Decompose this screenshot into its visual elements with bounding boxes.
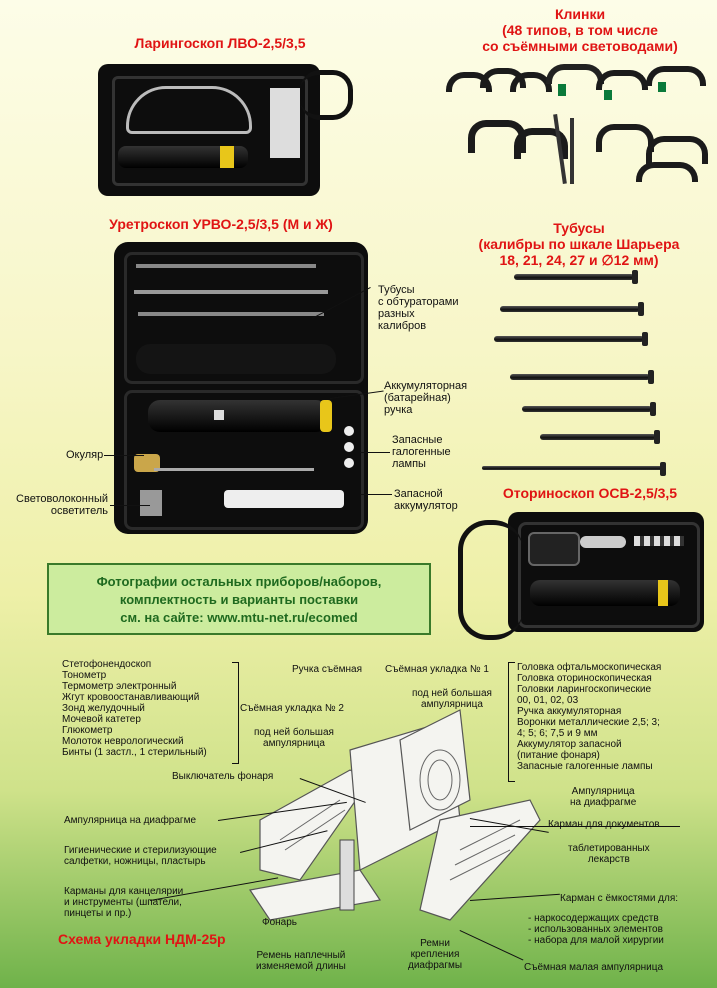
label-diaphragm-belts: Ремни крепления диафрагмы — [408, 938, 463, 971]
label-flashlight: Фонарь — [262, 917, 298, 928]
scheme-title: Схема укладки НДМ-25р — [58, 931, 226, 947]
label-eyepiece: Окуляр — [66, 449, 104, 461]
label-ampoule-diaphragm-left: Ампулярница на диафрагме — [64, 815, 197, 826]
label-containers-list: - наркосодержащих средств - использованн… — [528, 913, 664, 946]
leader-line — [470, 826, 680, 827]
left-list-bracket — [232, 662, 239, 764]
label-containers-pocket: Карман с ёмкостями для: — [560, 893, 679, 904]
right-list-bracket — [508, 662, 515, 782]
scheme-left-list-group: Стетофонендоскоп Тонометр Термометр элек… — [62, 659, 207, 758]
label-under-pack1: под ней большая ампулярница — [412, 688, 492, 710]
label-fiber-illuminator: Световолоконный осветитель — [16, 493, 108, 517]
urethroscope-title: Уретроскоп УРВО-2,5/3,5 (М и Ж) — [109, 216, 333, 232]
label-battery-handle: Аккумуляторная (батарейная) ручка — [384, 380, 468, 416]
label-spare-lamps: Запасные галогенные лампы — [392, 434, 451, 470]
laryngoscope-strap — [300, 70, 353, 120]
label-hygiene: Гигиенические и стерилизующие салфетки, … — [64, 845, 217, 867]
website-info-box: Фотографии остальных приборов/наборов, к… — [47, 563, 431, 635]
label-shoulder-strap: Ремень наплечный изменяемой длины — [256, 950, 346, 972]
otoscope-title: Оториноскоп ОСВ-2,5/3,5 — [502, 485, 678, 501]
kit-scheme-drawing — [248, 709, 541, 921]
label-pack2: Съёмная укладка № 2 — [240, 703, 344, 714]
label-ampoule-diaphragm-right: Ампулярница на диафрагме — [570, 786, 637, 808]
label-pockets: Карманы для канцелярии и инструменты (шп… — [64, 886, 184, 919]
otoscope-strap — [458, 520, 523, 640]
leader-line — [360, 452, 390, 453]
laryngoscope-case-photo — [98, 64, 320, 196]
label-handle: Ручка съёмная — [292, 664, 362, 675]
label-small-ampoule-box: Съёмная малая ампулярница — [524, 962, 664, 973]
leader-line — [110, 505, 150, 506]
label-spare-battery: Запасной аккумулятор — [394, 488, 458, 512]
label-pack1: Съёмная укладка № 1 — [385, 664, 489, 675]
laryngoscope-title: Ларингоскоп ЛВО-2,5/3,5 — [134, 35, 306, 51]
label-under-pack2: под ней большая ампулярница — [254, 727, 334, 749]
otoscope-case-photo — [508, 512, 704, 632]
label-tablets: таблетированных лекарств — [568, 843, 650, 865]
label-documents-pocket: Карман для документов — [548, 819, 660, 830]
tubes-photo — [480, 270, 690, 480]
leader-line — [104, 455, 144, 456]
urethroscope-case-photo — [114, 242, 368, 534]
blades-title: Клинки (48 типов, в том числе со съёмным… — [482, 6, 678, 54]
label-flashlight-switch: Выключатель фонаря — [172, 771, 274, 782]
blades-photo — [446, 58, 708, 208]
label-tubes-obturators: Тубусы с обтураторами разных калибров — [378, 284, 459, 332]
scheme-right-list-group: Головка офтальмоскопическая Головка отор… — [517, 662, 662, 772]
tubes-title: Тубусы (калибры по шкале Шарьера 18, 21,… — [478, 220, 680, 268]
leader-line — [360, 494, 392, 495]
